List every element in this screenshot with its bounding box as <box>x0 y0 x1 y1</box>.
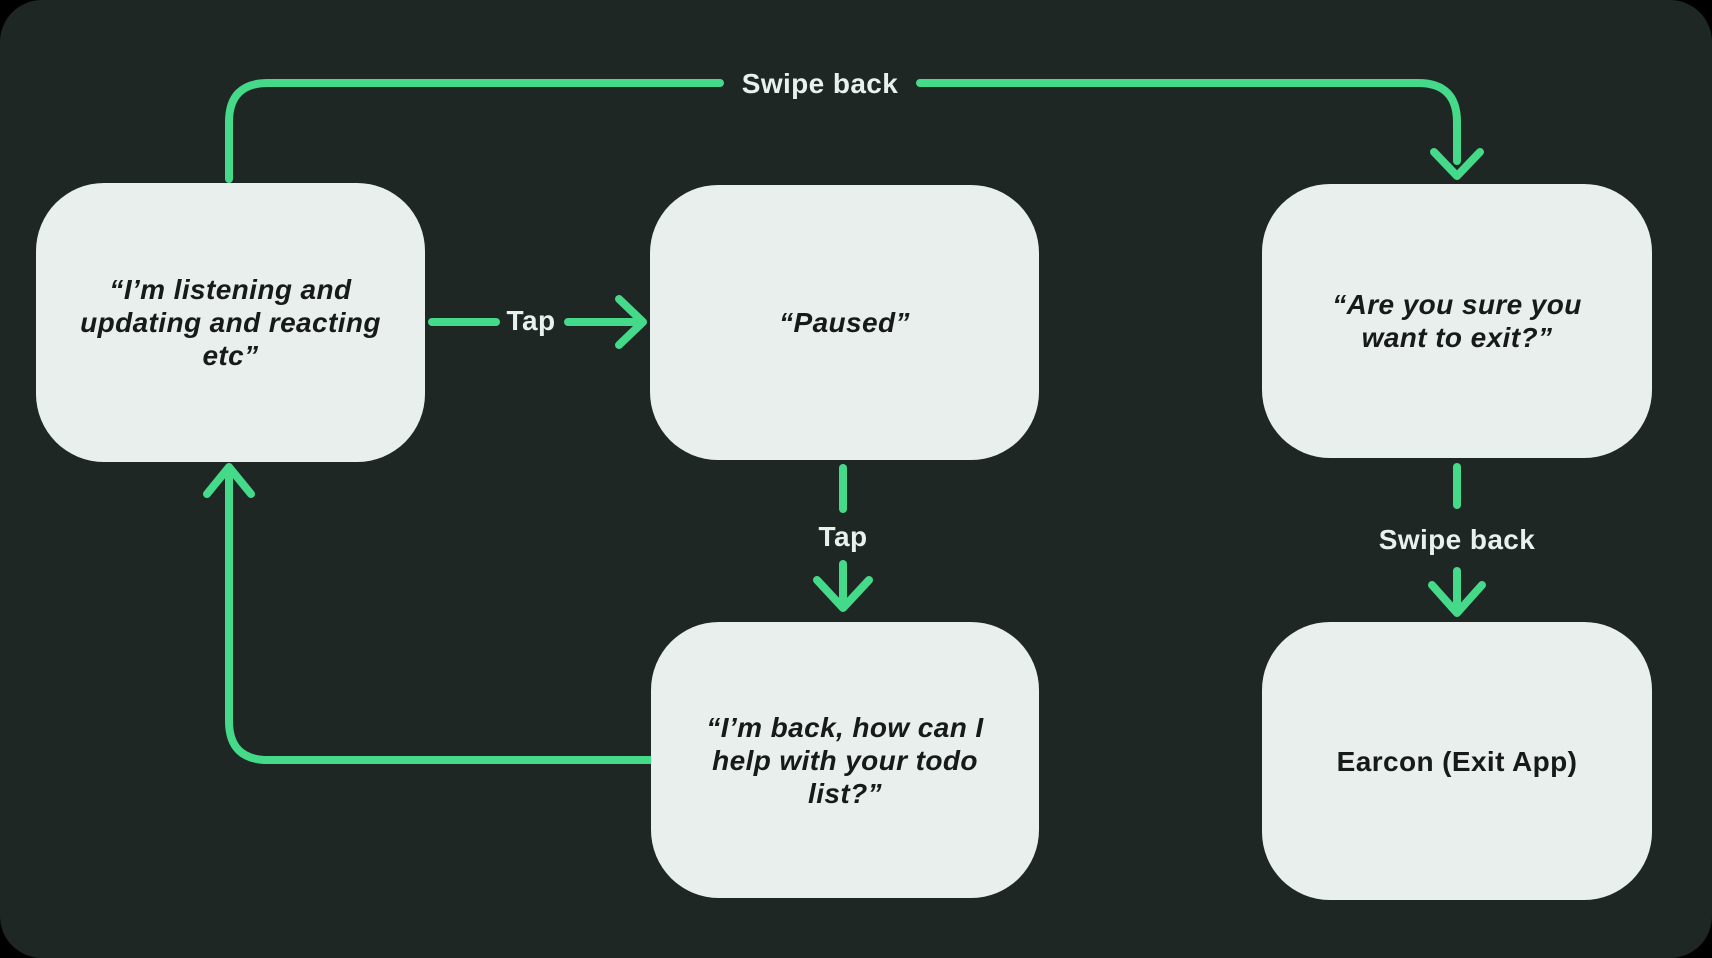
node-paused-state: “Paused” <box>650 185 1039 460</box>
edge-tap-vertical-arrowhead <box>813 576 873 612</box>
edge-swipe-back-top-arrowhead <box>1430 148 1484 180</box>
node-paused-label: “Paused” <box>779 307 910 338</box>
node-back-state: “I’m back, how can I help with your todo… <box>651 622 1039 898</box>
node-earcon-label: Earcon (Exit App) <box>1336 745 1578 777</box>
edge-swipe-back-top-right-segment <box>916 79 1461 165</box>
node-exit-confirm-label: “Are you sure you want to exit?” <box>1332 289 1582 353</box>
edge-swipe-back-right-arrowhead <box>1428 581 1486 617</box>
edge-loop-back-line <box>225 473 654 764</box>
node-listening-label: “I’m listening and updating and reacting… <box>80 274 381 371</box>
node-back-label: “I’m back, how can I help with your todo… <box>706 711 984 809</box>
edge-label-swipe-back-right: Swipe back <box>1378 524 1536 555</box>
edge-label-tap-horizontal: Tap <box>506 305 556 336</box>
edge-loop-back-arrowhead <box>203 463 255 498</box>
node-earcon-exit-app: Earcon (Exit App) <box>1262 622 1652 900</box>
edge-label-swipe-back-top: Swipe back <box>741 68 899 99</box>
edge-label-tap-vertical: Tap <box>818 521 868 552</box>
node-exit-confirm-state: “Are you sure you want to exit?” <box>1262 184 1652 458</box>
node-listening-state: “I’m listening and updating and reacting… <box>36 183 425 462</box>
edge-tap-horizontal-arrowhead <box>615 295 647 349</box>
edge-swipe-back-top-left-segment <box>225 79 724 183</box>
